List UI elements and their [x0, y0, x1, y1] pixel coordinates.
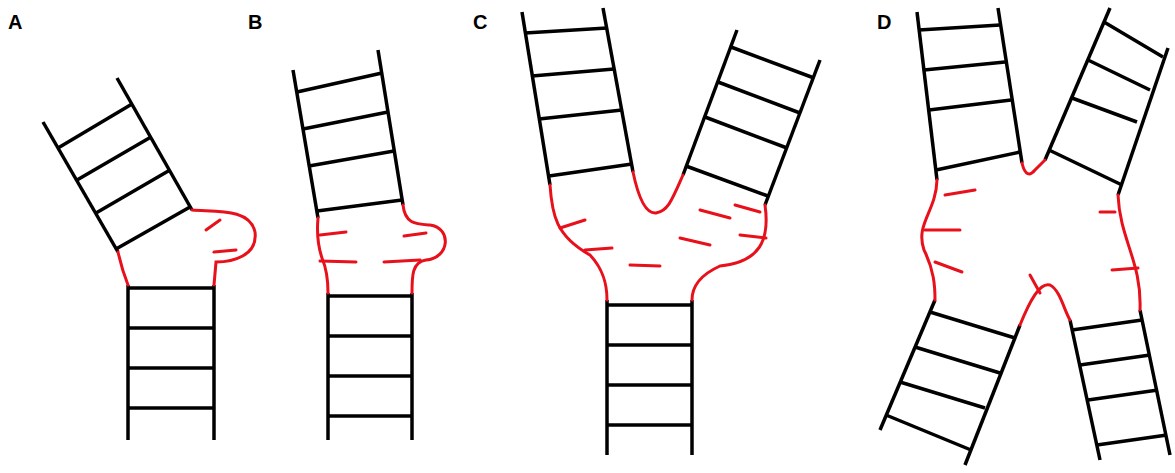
- panel-label: D: [877, 12, 891, 32]
- panel-label: B: [248, 12, 262, 32]
- panel-label: A: [8, 12, 22, 32]
- panel-label: C: [473, 12, 487, 32]
